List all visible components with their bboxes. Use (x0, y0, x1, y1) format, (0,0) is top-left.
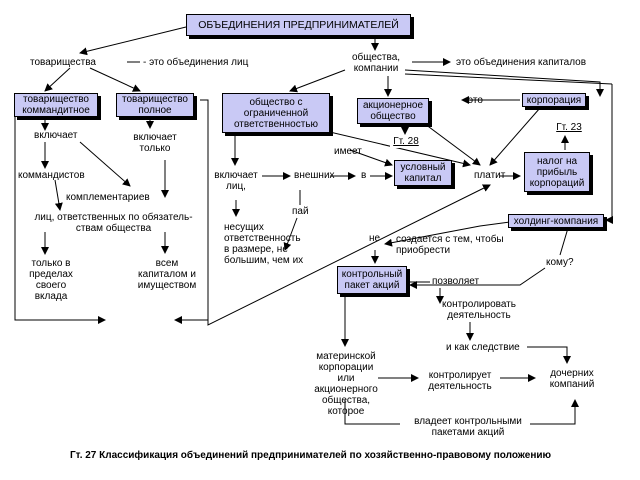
node-vsem: всем капиталом и имуществом (137, 258, 197, 291)
box-holding: холдинг-компания (508, 214, 604, 228)
box-kontrolny: контрольный пакет акций (337, 266, 407, 294)
box-ao: акционерное общество (357, 98, 429, 124)
box-ustavnoy: условный капитал (394, 160, 452, 186)
node-tovarishchestva: товарищества (30, 57, 96, 68)
node-tolko-v: только в пределах своего вклада (29, 258, 73, 302)
node-platit: платит (474, 170, 506, 181)
node-vklyuchaet-lic: включает лиц, (214, 170, 258, 192)
box-polnoe: товарищество полное (116, 93, 194, 117)
node-obshchestva: общества, компании (351, 52, 401, 74)
box-korporaciya: корпорация (522, 93, 586, 107)
box-ooo: общество с ограниченной ответственностью (222, 93, 330, 133)
node-vneshnih: внешних (294, 170, 335, 181)
box-nalog: налог на прибыль корпораций (524, 152, 590, 192)
node-ne: не (369, 233, 381, 244)
node-kontroliruet: контролирует деятельность (428, 370, 492, 392)
node-kommanditov: коммандистов (18, 170, 85, 181)
node-obsh-note: это объединения капиталов (456, 57, 587, 68)
node-komplementariev: комплементариев (66, 192, 150, 203)
node-pay: пай (292, 206, 309, 217)
ref-g28: Гт. 28 (390, 136, 422, 148)
node-dochernih: дочерних компаний (549, 368, 595, 390)
ref-g23: Гт. 23 (552, 122, 586, 134)
node-vladeet: владеет контрольными пакетами акций (414, 416, 522, 438)
title-box: ОБЪЕДИНЕНИЯ ПРЕДПРИНИМАТЕЛЕЙ (186, 14, 411, 36)
figure-caption: Гт. 27 Классификация объединений предпри… (70, 450, 552, 461)
box-kommandit: товарищество коммандитное (14, 93, 98, 117)
node-pozvolyaet: позволяет (432, 276, 480, 287)
node-eto: это (468, 95, 483, 106)
node-nesushchih: несущих ответственность в размере, не бо… (224, 222, 304, 266)
node-v: в (361, 170, 367, 181)
node-tov-note: - это объединения лиц (143, 57, 249, 68)
node-sozdaetsya: создается с тем, чтобы приобрести (396, 234, 504, 256)
node-kontrolirovat: контролировать деятельность (442, 299, 516, 321)
node-komu: кому? (546, 257, 574, 268)
node-imeet: имеет (334, 146, 362, 157)
node-materinskoy: материнской корпорации или акционерного … (314, 351, 378, 417)
node-i-kak: и как следствие (446, 342, 520, 353)
node-vklyuchaet-tolko: включает только (133, 132, 177, 154)
node-vklyuchaet-1: включает (34, 130, 78, 141)
node-lic-otv: лиц, ответственных по обязатель- ствам о… (34, 212, 193, 234)
